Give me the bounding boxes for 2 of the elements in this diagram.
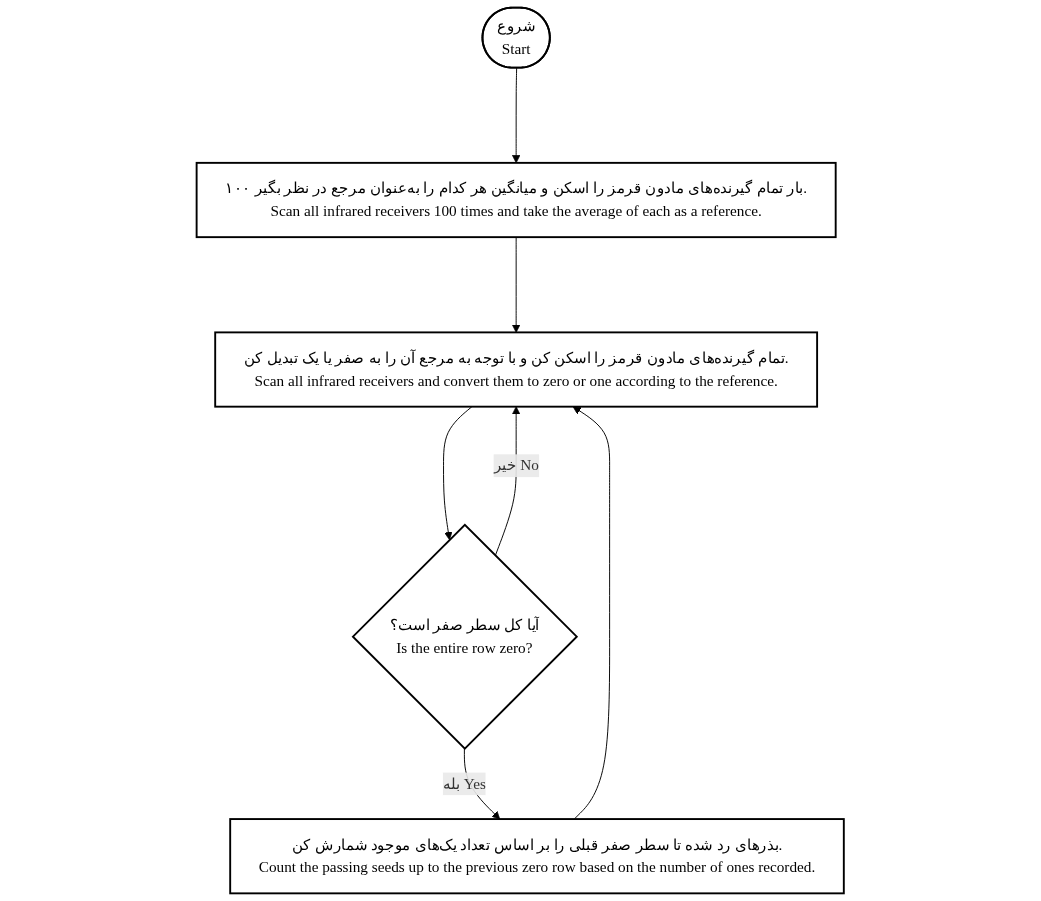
edge-label: خیر No [493,457,540,474]
edge-label: بله Yes [443,775,487,792]
